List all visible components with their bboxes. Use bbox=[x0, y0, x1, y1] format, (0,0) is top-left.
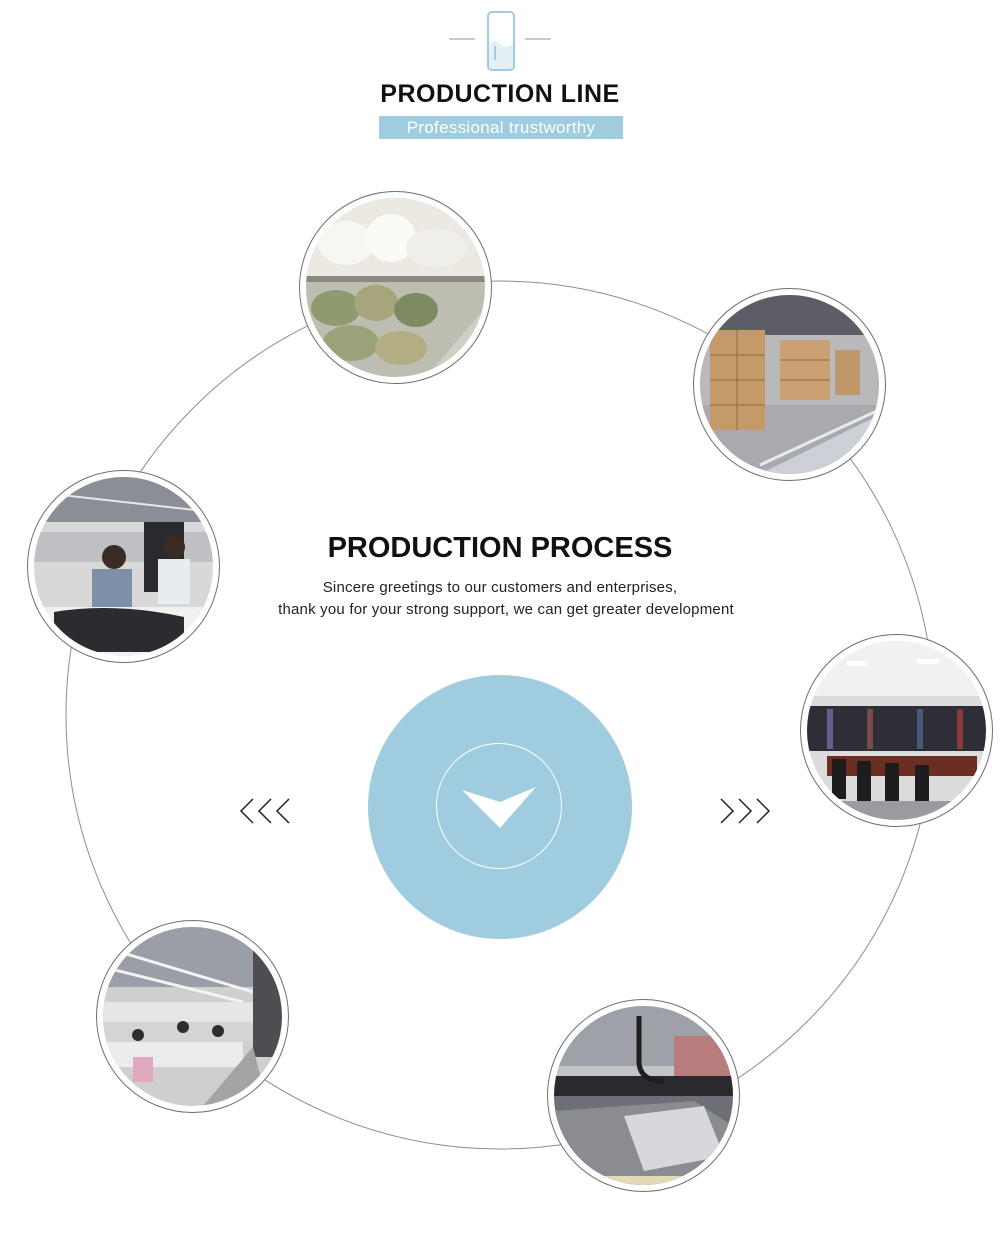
triple-chevron-left-icon[interactable] bbox=[238, 797, 294, 827]
scroll-down-button[interactable] bbox=[368, 675, 632, 939]
carton-warehouse-image bbox=[700, 295, 879, 474]
process-title: PRODUCTION PROCESS bbox=[327, 532, 673, 564]
showroom-photo[interactable] bbox=[800, 634, 993, 827]
garment-ironing-photo[interactable] bbox=[27, 470, 220, 663]
process-description-line-1: Sincere greetings to our customers and e… bbox=[322, 579, 678, 596]
cutting-machine-photo[interactable] bbox=[547, 999, 740, 1192]
sewing-line-photo[interactable] bbox=[96, 920, 289, 1113]
carton-warehouse-photo[interactable] bbox=[693, 288, 886, 481]
logo-divider-right bbox=[525, 38, 551, 40]
sewing-line-image bbox=[103, 927, 282, 1106]
garment-ironing-image bbox=[34, 477, 213, 656]
page-title: PRODUCTION LINE bbox=[380, 80, 620, 108]
fabric-storage-image bbox=[306, 198, 485, 377]
header-logo bbox=[440, 10, 560, 72]
glass-icon bbox=[487, 11, 515, 71]
logo-divider-left bbox=[449, 38, 475, 40]
center-inner-ring bbox=[436, 743, 562, 869]
fabric-storage-photo[interactable] bbox=[299, 191, 492, 384]
process-description-line-2: thank you for your strong support, we ca… bbox=[278, 601, 734, 618]
triple-chevron-right-icon[interactable] bbox=[718, 797, 774, 827]
showroom-image bbox=[807, 641, 986, 820]
page-subtitle: Professional trustworthy bbox=[379, 116, 623, 139]
chevron-down-icon bbox=[462, 787, 536, 828]
cutting-machine-image bbox=[554, 1006, 733, 1185]
